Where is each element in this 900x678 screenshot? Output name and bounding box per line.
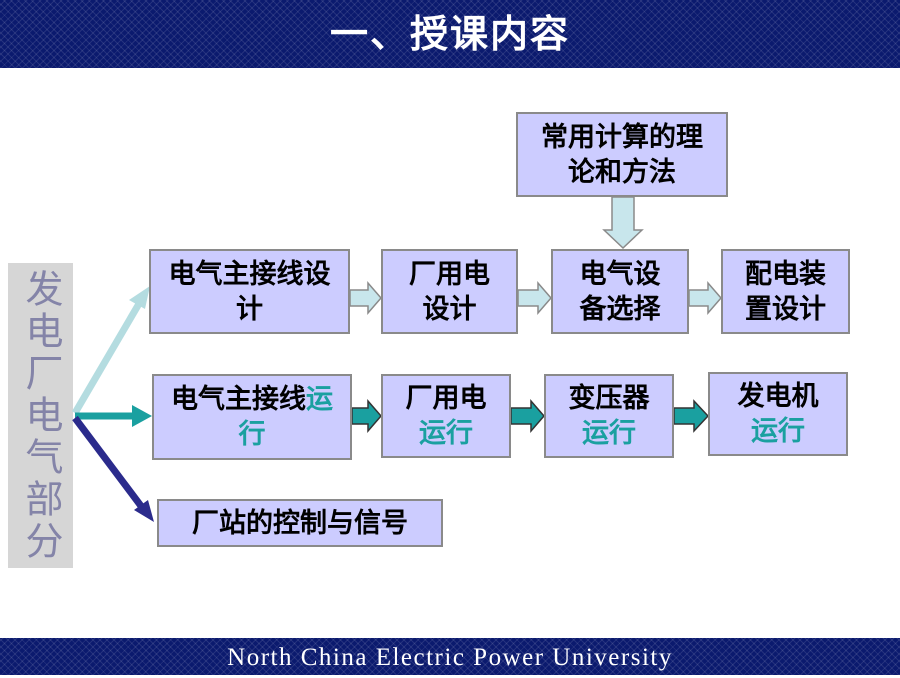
box-switchgear-design: 配电装置设计 xyxy=(721,249,850,334)
arrow-row1-3 xyxy=(688,280,722,316)
arrow-to-row3 xyxy=(72,415,154,522)
box-label: 电气主接线 xyxy=(171,384,306,415)
box-transformer-operation: 变压器 运行 xyxy=(544,374,674,458)
box-label: 发电机 xyxy=(737,381,819,412)
box-generator-operation: 发电机 运行 xyxy=(708,372,848,456)
header-band xyxy=(0,0,900,68)
arrow-to-row2 xyxy=(75,405,152,427)
arrow-row1-2 xyxy=(517,280,552,316)
box-label-suffix: 运行 xyxy=(238,384,334,450)
page-title: 一、授课内容 xyxy=(329,12,570,56)
arrow-row1-1 xyxy=(349,280,382,316)
arrow-row2-2 xyxy=(510,398,545,434)
box-control-and-signal: 厂站的控制与信号 xyxy=(157,499,443,547)
arrow-row2-3 xyxy=(673,399,710,433)
box-label: 厂用电 xyxy=(405,383,487,414)
box-label: 变压器 xyxy=(568,383,650,414)
box-label-suffix: 运行 xyxy=(419,418,473,449)
box-auxiliary-power-design: 厂用电设计 xyxy=(381,249,518,334)
footer-university-name: North China Electric Power University xyxy=(227,644,673,671)
side-label: 发电厂电气部分 xyxy=(8,263,73,568)
box-label-suffix: 运行 xyxy=(582,418,636,449)
box-calculation-theory: 常用计算的理论和方法 xyxy=(516,112,728,197)
box-label-suffix: 运行 xyxy=(751,416,805,447)
arrow-down xyxy=(602,196,644,250)
box-equipment-selection: 电气设备选择 xyxy=(551,249,689,334)
box-auxiliary-power-operation: 厂用电 运行 xyxy=(381,374,511,458)
arrow-to-row1 xyxy=(71,286,150,415)
box-main-wiring-operation: 电气主接线运行 xyxy=(152,374,352,460)
box-main-wiring-design: 电气主接线设计 xyxy=(149,249,350,334)
footer-band xyxy=(0,638,900,675)
arrow-row2-1 xyxy=(351,398,382,434)
